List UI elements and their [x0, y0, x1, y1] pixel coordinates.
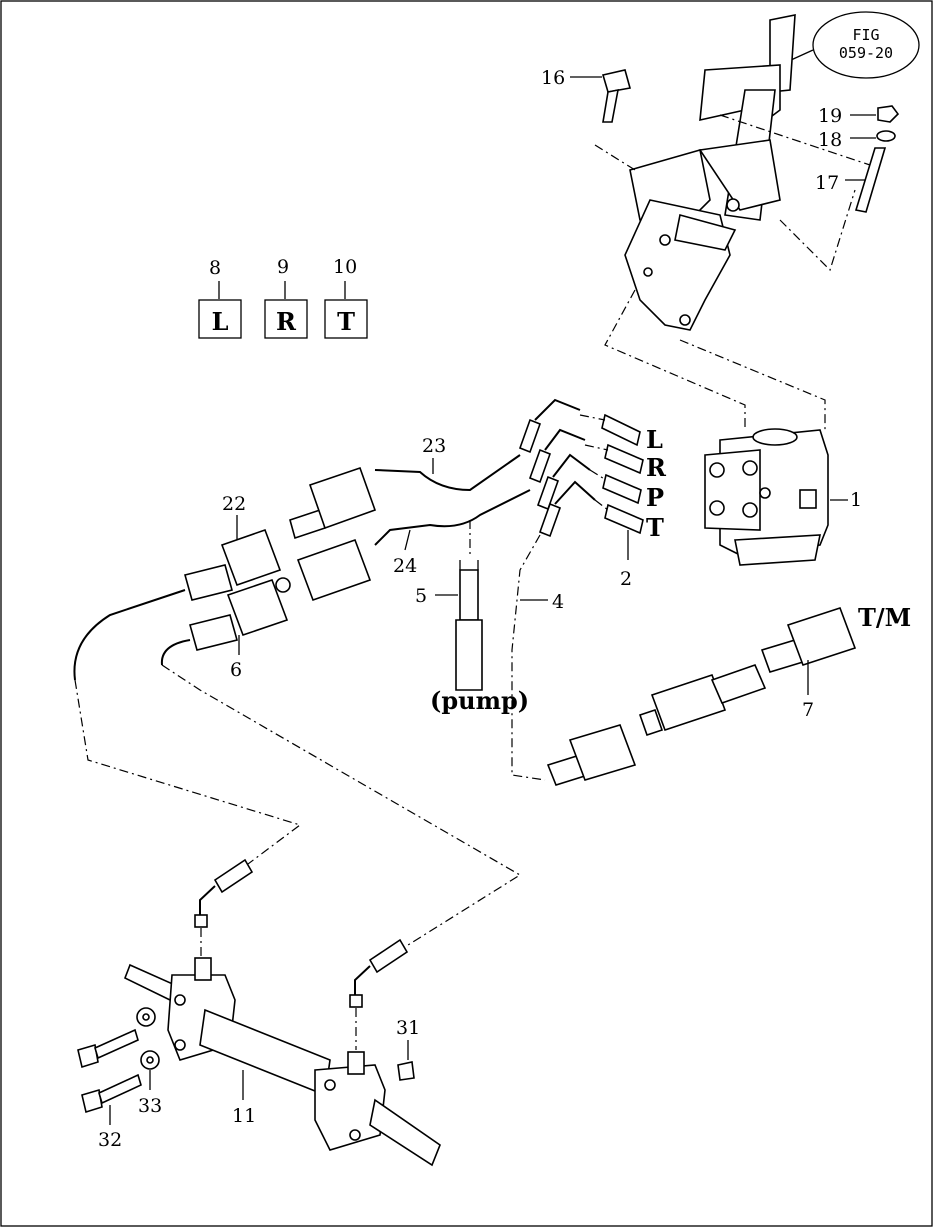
cylinder-hose-ends: [194, 858, 409, 1008]
pin-31: [397, 1040, 415, 1081]
callout-33: 33: [138, 1095, 162, 1117]
hose-elbow-ends: [518, 398, 596, 538]
marking-box-t: T: [324, 299, 368, 339]
pump-hose-5: [435, 560, 483, 691]
port-label-t: T: [646, 513, 664, 542]
hose-fitting-22: [184, 466, 377, 601]
callout-4: 4: [552, 591, 564, 613]
callout-6: 6: [230, 659, 242, 681]
svg-text:R: R: [276, 307, 297, 336]
callout-31: 31: [396, 1017, 420, 1039]
callout-10: 10: [333, 256, 357, 278]
callout-2: 2: [620, 568, 632, 590]
port-label-p: P: [646, 483, 664, 512]
stud-17: [845, 147, 887, 213]
svg-text:L: L: [212, 307, 229, 336]
callout-11: 11: [232, 1105, 256, 1127]
callout-8: 8: [209, 257, 221, 279]
marking-box-r: R: [264, 299, 308, 339]
hose-23: [374, 454, 521, 492]
nut-19: [850, 105, 900, 123]
washer-18: [850, 130, 896, 142]
callout-9: 9: [277, 256, 289, 278]
callout-5: 5: [415, 585, 427, 607]
pump-annotation: (pump): [430, 686, 529, 715]
callout-7: 7: [802, 699, 814, 721]
svg-text:059-20: 059-20: [839, 44, 893, 62]
steering-column-bracket: [624, 14, 796, 331]
marking-box-l: L: [198, 299, 242, 339]
hose-line-left: [73, 589, 186, 681]
callout-16: 16: [541, 67, 565, 89]
callout-32: 32: [98, 1129, 122, 1151]
fittings-2: [601, 413, 644, 560]
port-label-l: L: [646, 425, 663, 454]
bolts-32: [77, 1028, 142, 1125]
hose-line-left-2: [160, 639, 191, 666]
callout-22: 22: [222, 493, 246, 515]
svg-text:FIG: FIG: [852, 26, 879, 44]
hose-24: [374, 489, 531, 546]
steering-cylinder-11: [123, 957, 441, 1167]
tm-annotation: T/M: [858, 603, 911, 632]
figure-reference-bubble[interactable]: FIG 059-20: [779, 11, 920, 79]
washers-33: [136, 1007, 160, 1090]
port-label-r: R: [646, 453, 667, 482]
callout-24: 24: [393, 555, 417, 577]
hose-7: [546, 607, 857, 786]
bolt-16: [570, 69, 632, 123]
steering-valve-unit-1: [704, 428, 848, 566]
callout-18: 18: [818, 129, 842, 151]
callout-1: 1: [850, 489, 862, 511]
hose-fitting-6: [189, 538, 372, 655]
svg-text:T: T: [337, 307, 355, 336]
callout-19: 19: [818, 105, 842, 127]
callout-17: 17: [815, 172, 839, 194]
callout-23: 23: [422, 435, 446, 457]
